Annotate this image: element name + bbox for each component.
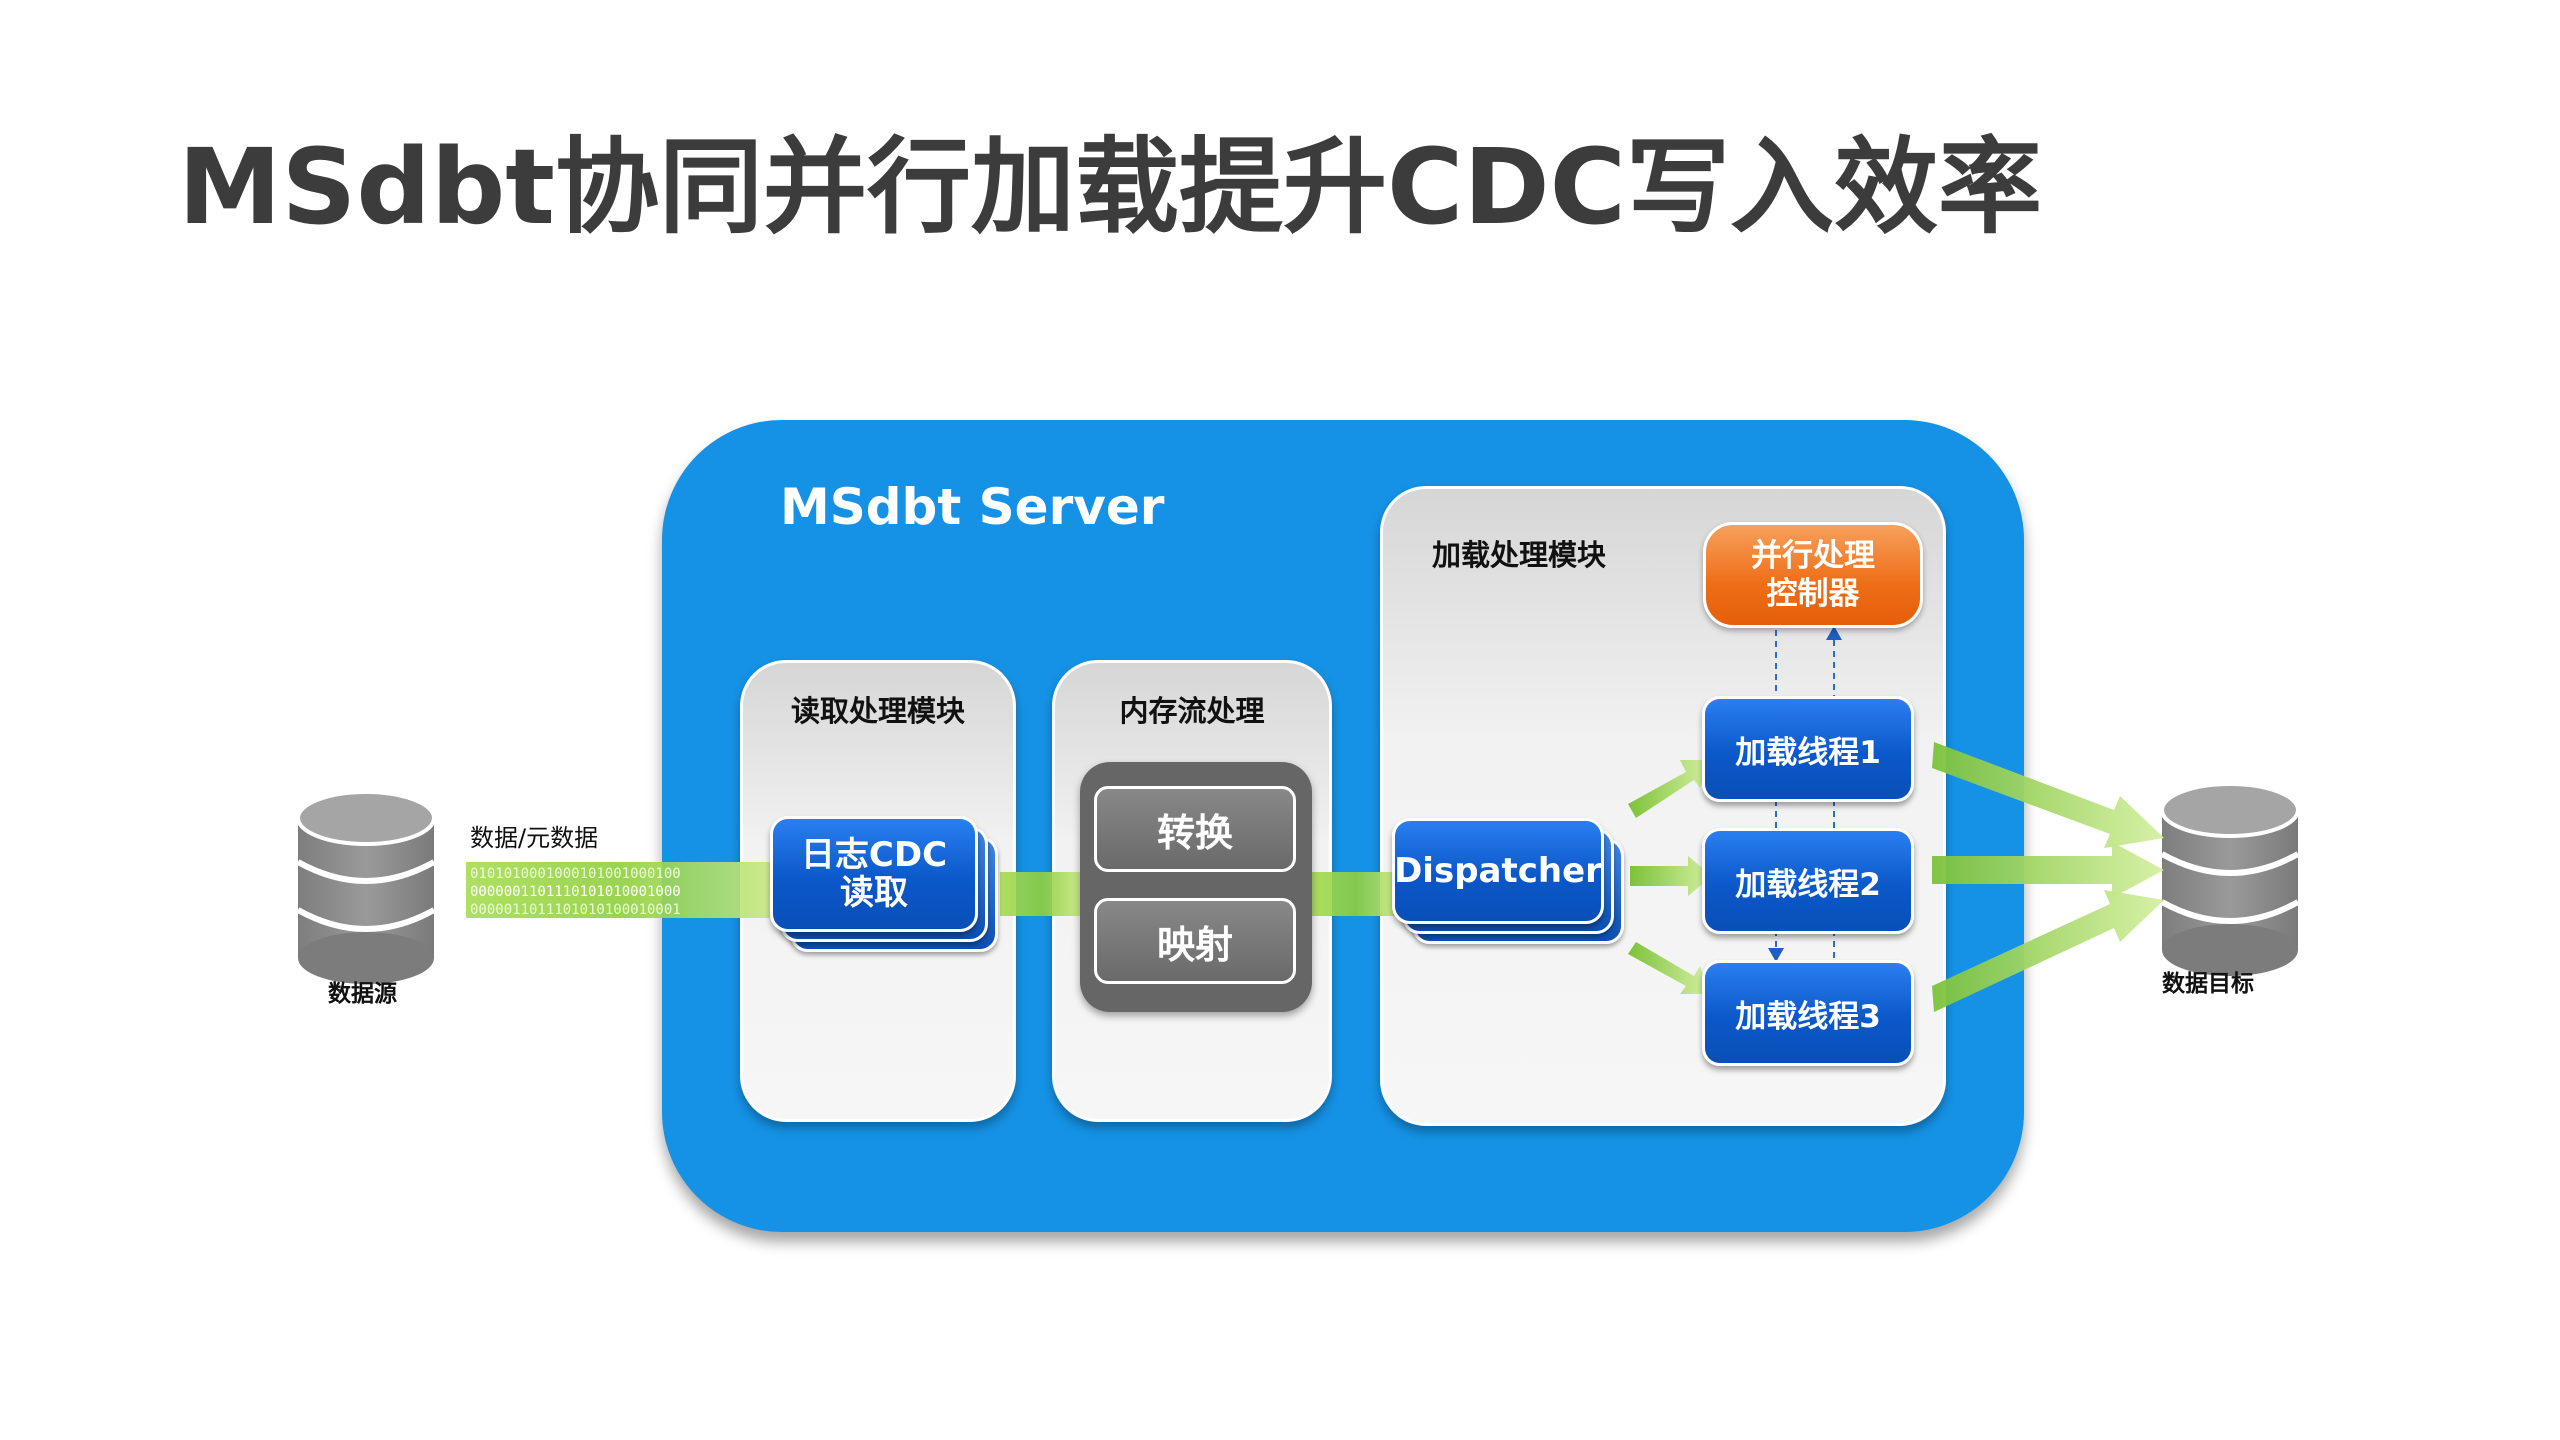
server-label: MSdbt Server (780, 478, 1165, 536)
convert-box: 转换 (1094, 786, 1296, 872)
target-database-icon (2160, 782, 2300, 976)
binary-row: 0101010001000101001000100 (470, 866, 681, 882)
page-title: MSdbt协同并行加载提升CDC写入效率 (178, 126, 2042, 248)
log-cdc-read-line2: 读取 (840, 873, 908, 913)
data-metadata-label: 数据/元数据 (470, 824, 599, 852)
memory-module-title: 内存流处理 (1119, 694, 1265, 728)
load-thread-1: 加载线程1 (1702, 696, 1914, 802)
dispatch-arrows (1628, 760, 1712, 994)
load-thread-2: 加载线程2 (1702, 828, 1914, 934)
log-cdc-read-card: 日志CDC 读取 (770, 816, 978, 932)
stream-memory-to-dispatcher (1310, 872, 1402, 916)
input-data-stream: 0101010001000101001000100 00000011011101… (466, 862, 776, 918)
parallel-controller: 并行处理 控制器 (1703, 522, 1923, 628)
map-box: 映射 (1094, 898, 1296, 984)
binary-row: 0000001101110101010001000 (470, 884, 681, 900)
controller-line2: 控制器 (1766, 576, 1860, 612)
dispatcher-card: Dispatcher (1392, 818, 1604, 924)
load-module-title: 加载处理模块 (1432, 538, 1607, 572)
output-arrows (1932, 742, 2164, 1012)
source-database-icon (296, 790, 436, 984)
log-cdc-read-line1: 日志CDC (800, 835, 948, 875)
load-thread-3: 加载线程3 (1702, 960, 1914, 1066)
controller-connectors (1768, 626, 1842, 962)
read-module-title: 读取处理模块 (790, 694, 965, 728)
binary-row: 0000011011101010100010001 (470, 902, 681, 918)
controller-line1: 并行处理 (1751, 538, 1875, 574)
target-label: 数据目标 (2162, 971, 2254, 997)
stream-read-to-memory (1000, 872, 1084, 916)
source-label: 数据源 (328, 981, 397, 1007)
